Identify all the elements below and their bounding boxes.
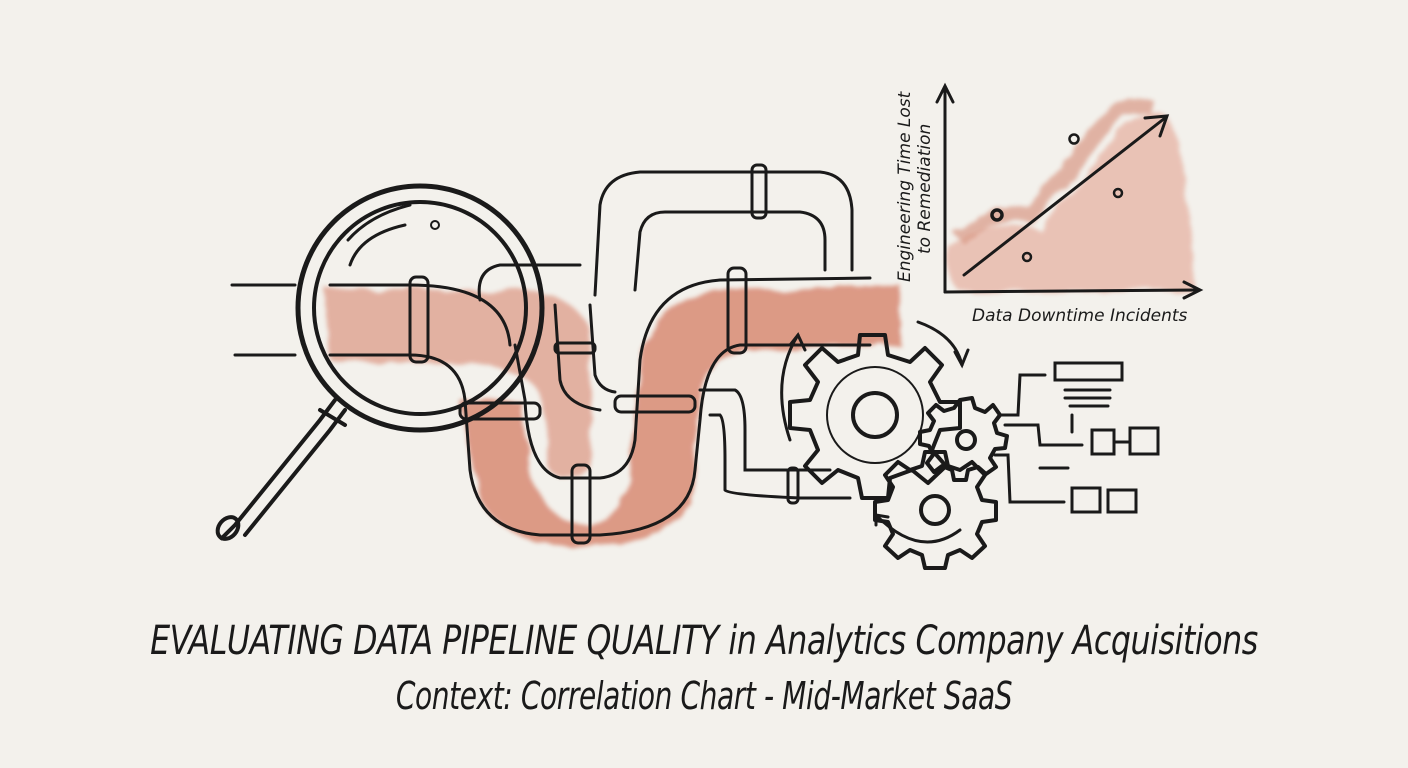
y-axis-label-2: to Remediation bbox=[915, 124, 935, 254]
trend-arrow bbox=[962, 116, 1167, 277]
gear-icon bbox=[788, 333, 1009, 570]
cycle-arrow-icon bbox=[780, 320, 970, 544]
x-axis bbox=[943, 288, 1200, 294]
main-title: EVALUATING DATA PIPELINE QUALITY in Anal… bbox=[150, 618, 1258, 664]
magnifying-glass-icon bbox=[215, 183, 545, 541]
pipe-icon bbox=[230, 163, 872, 545]
y-axis-label-1: Engineering Time Lost bbox=[895, 90, 915, 282]
correlation-chart: Engineering Time Lost to Remediation Dat… bbox=[895, 82, 1204, 326]
x-axis-label: Data Downtime Incidents bbox=[972, 306, 1188, 326]
subtitle: Context: Correlation Chart - Mid-Market … bbox=[395, 674, 1013, 718]
flowchart-icon bbox=[993, 361, 1160, 514]
scatter-points bbox=[990, 133, 1124, 263]
